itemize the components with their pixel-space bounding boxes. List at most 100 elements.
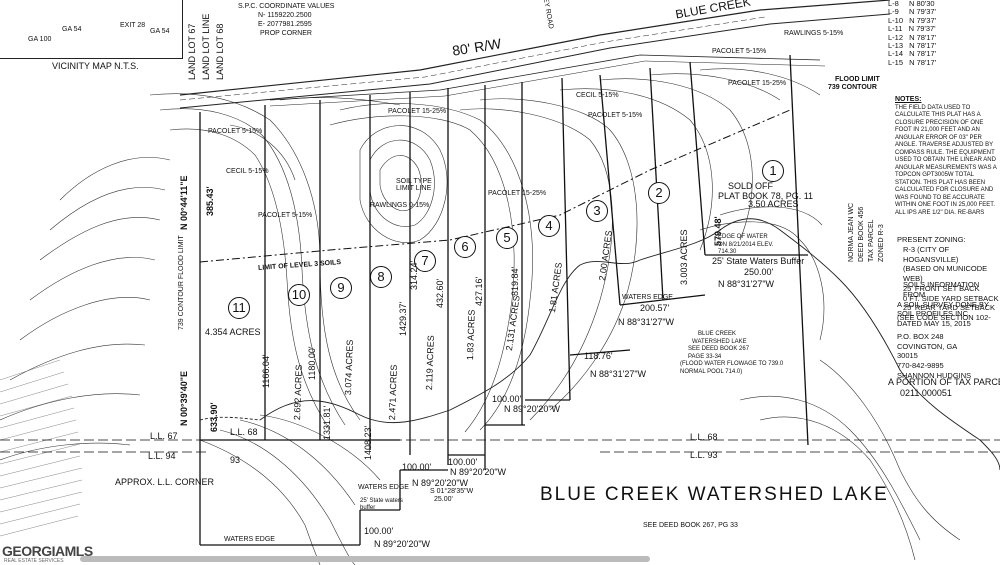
soil-label: PACOLET 15-25%	[388, 108, 447, 115]
zoning-line: R-3 (CITY OF HOGANSVILLE)	[903, 244, 959, 264]
legend-row: L-12 N 78'17'	[888, 32, 937, 42]
lake-info-box: BLUE CREEK WATERSHED LAKE SEE DEED BOOK …	[680, 331, 783, 376]
soil-label: CECIL 5-15%	[226, 168, 269, 175]
georgia-mls-logo: GEORGIAMLS REAL ESTATE SERVICES	[0, 540, 93, 565]
logo-subtitle: REAL ESTATE SERVICES	[4, 558, 64, 564]
lot-number-badge: 3	[586, 200, 608, 222]
lot-number-badge: 4	[538, 215, 560, 237]
soil-label: PACOLET 15-25%	[728, 80, 787, 87]
tax-parcel-number: 0211 000051	[900, 388, 952, 398]
logo-brand: GEORGIAMLS	[2, 543, 93, 559]
tax-parcel-label: A PORTION OF TAX PARCEL	[888, 377, 1000, 387]
land-lot-label: L.L. 93	[690, 450, 718, 460]
lake-box-flood: (FLOOD WATER FLOWAGE TO 739.0	[680, 361, 784, 367]
land-lot-label: L.L. 67	[150, 431, 178, 441]
soils-line: 30015	[897, 351, 918, 361]
lot5-depth: 427.16'	[474, 276, 484, 306]
notes-title: NOTES:	[895, 96, 922, 103]
waters-edge-label: WATERS EDGE	[224, 536, 275, 543]
soil-label: PACOLET 5-15%	[258, 212, 313, 219]
lake-box-pool: NORMAL POOL 714.0)	[680, 368, 743, 375]
west-bearing-long: N 00°39'40"E	[179, 370, 189, 426]
lot10-acres: 2.692 ACRES	[292, 364, 304, 421]
adjacent-owner-deed: DEED BOOK 456	[858, 206, 865, 262]
vicinity-map-title: VICINITY MAP N.T.S.	[52, 61, 139, 71]
zoning-title: PRESENT ZONING:	[897, 235, 966, 244]
soils-line: A SOIL SURVEY DONE BY	[897, 299, 989, 309]
soils-line: SOIL PROFILES INC.	[897, 309, 971, 319]
state-waters-buffer-note: 25' State waters buffer	[360, 498, 403, 512]
zoning-line: 0 FT. SIDE YARD SETBACK	[903, 293, 999, 303]
soil-label: PACOLET 15-25%	[488, 190, 547, 197]
bearing-89: N 89°20'20"W	[504, 404, 561, 414]
level3-limit-line	[199, 109, 791, 263]
land-lot-68-label: LAND LOT 68	[215, 23, 225, 80]
lot2-width: 200.57'	[640, 303, 670, 313]
west-length-long: 633.90'	[209, 402, 219, 432]
lot7-top: 314.24'	[409, 260, 419, 290]
soil-label: CECIL 5-15%	[576, 92, 619, 99]
vicinity-road-label: EXIT 28	[120, 22, 146, 29]
flood-limit-left-label: 739 CONTOUR FLOOD LIMIT	[178, 235, 185, 330]
coordinate-east: E- 2077981.2595	[258, 21, 312, 29]
lake-box-page: PAGE 33-34	[688, 353, 722, 360]
bearing-89: N 89°20'20"W	[450, 467, 507, 477]
soils-line: DATED MAY 15, 2015	[897, 319, 971, 328]
legend-row: L-9 N 79'37'	[888, 7, 936, 17]
soils-line: SHANNON HUDGINS	[897, 370, 972, 380]
legend-row: L-11 N 79'37'	[888, 24, 936, 34]
water-edge-note: EDGE OF WATER ON 8/21/2014 ELEV. 714.30	[718, 234, 774, 255]
soil-type-limit-label: SOIL TYPE LIMIT LINE	[396, 178, 432, 192]
legend-row: L-13 N 78'17'	[888, 40, 937, 50]
lot7-acres: 2.119 ACRES	[424, 335, 436, 391]
bearing-legend: L-8 N 80'30 L-9 N 79'37' L-10 N 79'37' L…	[888, 0, 1000, 67]
bearing-88: N 88°31'27"W	[618, 317, 675, 327]
bearing-88: N 88°31'27"W	[590, 369, 647, 379]
land-lot-label: L.L. 68	[230, 427, 258, 437]
lot-number-badge: 9	[330, 277, 352, 299]
adjacent-owner-zoning: ZONED R-3	[878, 224, 885, 262]
lot8-acres: 2.471 ACRES	[387, 364, 399, 421]
west-bearing-upper: N 00°44'11"E	[179, 175, 189, 230]
legend-row: L-15 N 78'17'	[888, 57, 937, 67]
lake-title: BLUE CREEK WATERSHED LAKE	[540, 484, 889, 505]
lake-shoreline	[199, 218, 1000, 471]
hatch-left	[0, 359, 83, 537]
soils-info: SOILS INFORMATION FROM A SOIL SURVEY DON…	[897, 280, 1000, 381]
lot-number-badge: 1	[762, 160, 784, 182]
coordinate-north: N- 1159220.2500	[258, 12, 312, 20]
state-buffer-label: 25' State Waters Buffer	[712, 256, 805, 266]
soils-line: P.O. BOX 248	[897, 331, 944, 341]
soil-label: RAWLINGS 5-15%	[784, 30, 844, 37]
soil-label: PACOLET 5-15%	[208, 128, 263, 135]
soil-label: RAWLINGS 0-15%	[370, 202, 430, 209]
horizontal-scrollbar[interactable]	[80, 556, 1000, 562]
soils-line: 770-842-9895	[897, 361, 944, 370]
notes-text: THE FIELD DATA USED TO CALCULATE THIS PL…	[895, 104, 997, 216]
soils-line: SOILS INFORMATION FROM	[903, 280, 980, 299]
lot6-acres: 1.83 ACRES	[465, 309, 477, 361]
west-length-upper: 385.43'	[205, 186, 215, 216]
waters-edge-label: WATERS EDGE	[622, 294, 673, 301]
lot-number-badge: 6	[454, 236, 476, 258]
lot-number-badge: 7	[414, 250, 436, 272]
land-lot-label: L.L. 68	[690, 432, 718, 442]
lot10-depth: 1180.00'	[307, 346, 317, 380]
soils-line: COVINGTON, GA	[897, 341, 958, 351]
bearing-s01: S 01°28'35"W	[430, 488, 474, 495]
bearing-89: N 89°20'20"W	[374, 539, 431, 549]
land-lot-67-label: LAND LOT 67	[187, 23, 197, 80]
land-lot-label: L.L. 94	[148, 451, 176, 461]
vicinity-road-label: GA 54	[150, 28, 170, 35]
lot11-depth: 1166.04'	[261, 354, 271, 388]
lot3-width: 118.76'	[584, 351, 613, 361]
scrollbar-thumb[interactable]	[80, 556, 650, 562]
lot1-acres: 3.50 ACRES	[748, 199, 799, 209]
lot1-status: SOLD OFF	[728, 181, 774, 191]
lake-box-title: BLUE CREEK	[698, 331, 737, 337]
soil-label: PACOLET 5-15%	[588, 112, 643, 119]
lot6-depth: 432.60'	[435, 278, 445, 308]
lake-box-deed: SEE DEED BOOK 267	[688, 346, 750, 352]
zoning-line: 25' FRONT SET BACK	[903, 283, 980, 293]
bearing-88: N 88°31'27"W	[718, 279, 775, 289]
